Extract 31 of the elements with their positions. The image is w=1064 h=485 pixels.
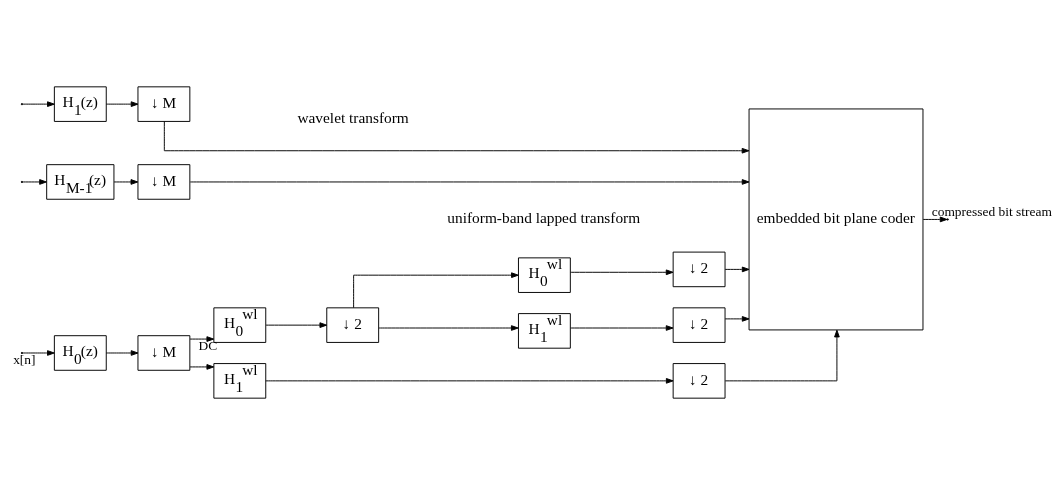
arrow (189, 364, 215, 370)
edge-label: x[n] (13, 351, 36, 367)
arrow (724, 329, 840, 382)
node-box: embedded bit plane coder (748, 108, 924, 331)
label: wavelet transform (297, 109, 409, 127)
label: uniform-band lapped transform (447, 209, 641, 227)
node-box: ↓ M (137, 86, 191, 122)
arrow (189, 179, 750, 185)
arrow (378, 325, 519, 331)
arrow (105, 350, 139, 356)
arrow (724, 266, 750, 273)
arrow (105, 101, 139, 107)
arrow (22, 179, 47, 185)
arrow (22, 350, 55, 356)
arrow (113, 179, 139, 185)
arrow (163, 121, 750, 154)
node-box: ↓ 2 (672, 363, 726, 399)
node-box: ↓ 2 (672, 251, 726, 288)
node-box: ↓ M (137, 335, 191, 371)
arrow (570, 269, 674, 276)
arrow (265, 322, 328, 328)
arrow (22, 101, 55, 107)
arrow (189, 336, 215, 342)
node-box: ↓ 2 (672, 307, 726, 343)
arrow (570, 325, 674, 331)
arrow (724, 316, 750, 322)
node-box: ↓ M (137, 164, 191, 200)
edge-label: compressed bit stream (931, 203, 1052, 219)
arrow (265, 378, 674, 384)
node-box: ↓ 2 (326, 307, 380, 343)
arrow (353, 272, 519, 309)
